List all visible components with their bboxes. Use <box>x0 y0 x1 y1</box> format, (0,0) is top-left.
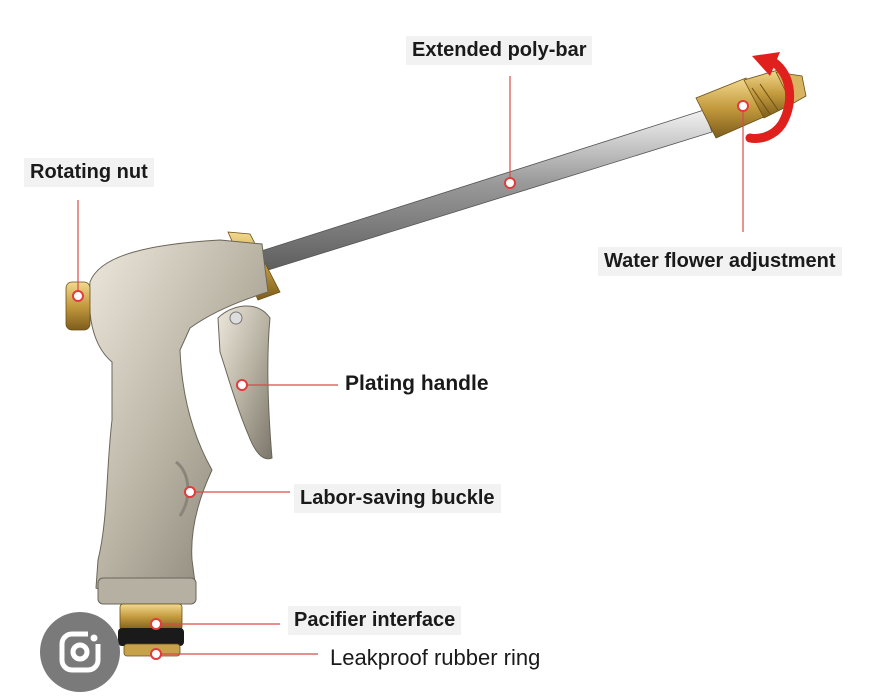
lens-glyph <box>59 630 102 673</box>
label-extended-poly-bar: Extended poly-bar <box>406 36 593 65</box>
label-plating-handle: Plating handle <box>345 372 489 395</box>
gun-body-shape <box>88 239 269 605</box>
marker-leakproof-ring <box>150 648 162 660</box>
marker-rotating-nut <box>72 290 84 302</box>
markers <box>72 100 749 660</box>
marker-plating-handle <box>236 379 248 391</box>
rotation-arrow <box>745 52 795 143</box>
marker-extended-poly-bar <box>504 177 516 189</box>
label-water-flower-adjustment: Water flower adjustment <box>598 247 842 276</box>
pacifier-interface-shape <box>118 603 184 657</box>
label-pacifier-interface: Pacifier interface <box>288 606 462 635</box>
label-labor-saving-buckle: Labor-saving buckle <box>294 484 501 513</box>
leader-lines <box>77 76 744 655</box>
marker-water-flower <box>737 100 749 112</box>
marker-pacifier-interface <box>150 618 162 630</box>
labor-saving-buckle-shape <box>175 460 190 517</box>
google-lens-icon[interactable] <box>40 612 120 692</box>
label-leakproof-rubber-ring: Leakproof rubber ring <box>330 645 541 670</box>
marker-labor-saving-buckle <box>184 486 196 498</box>
extended-poly-bar-shape <box>257 109 713 271</box>
label-rotating-nut: Rotating nut <box>24 158 154 187</box>
